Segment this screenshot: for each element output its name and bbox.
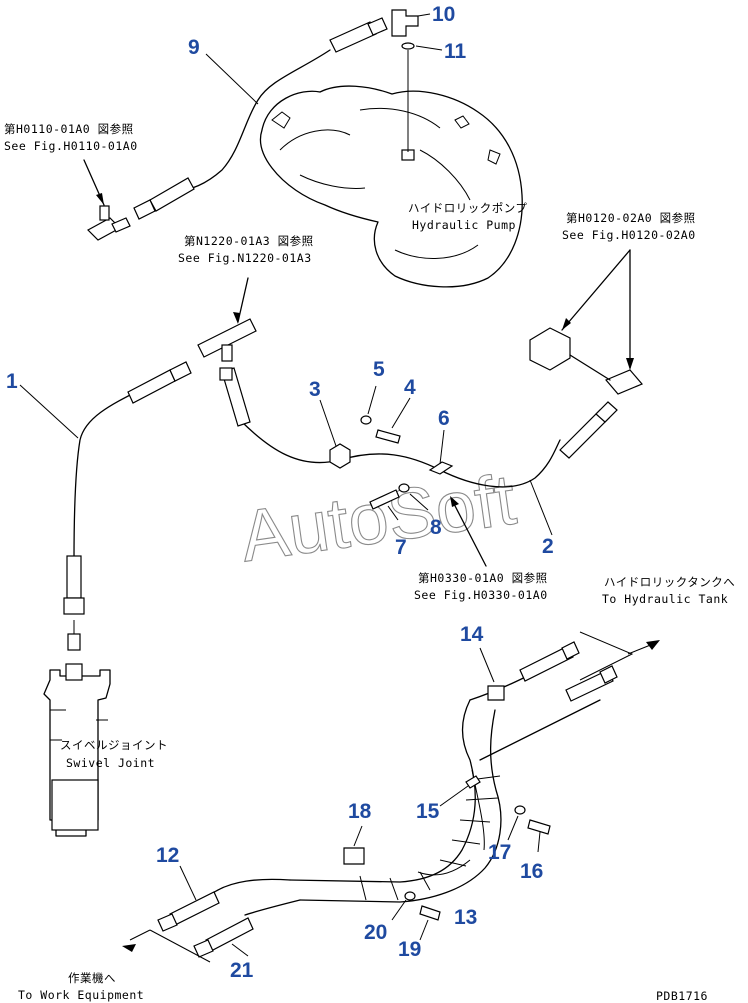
label-pump-en: Hydraulic Pump (412, 218, 516, 232)
callout-18: 18 (348, 800, 372, 823)
note-fig-h0120-jp: 第H0120-02A0 図参照 (566, 211, 696, 225)
note-fig-h0330-jp: 第H0330-01A0 図参照 (418, 571, 548, 585)
label-swivel-en: Swivel Joint (66, 756, 155, 770)
hose-1 (19, 361, 192, 651)
callout-19: 19 (398, 938, 421, 961)
callout-11: 11 (444, 40, 467, 63)
note-fig-h0110-en: See Fig.H0110-01A0 (4, 139, 138, 153)
clamp-parts-3-4-5 (319, 385, 411, 469)
callout-2: 2 (542, 535, 554, 558)
callout-6: 6 (438, 407, 450, 430)
label-swivel-jp: スイベルジョイント (60, 738, 168, 752)
elbow-fitting-10 (391, 9, 419, 152)
label-pump-jp: ハイドロリックポンプ (408, 201, 527, 215)
note-fig-h0120-en: See Fig.H0120-02A0 (562, 228, 696, 242)
callout-20: 20 (364, 921, 387, 944)
callout-14: 14 (460, 623, 484, 646)
callout-1: 1 (6, 370, 18, 393)
note-fig-h0110-jp: 第H0110-01A0 図参照 (4, 122, 134, 136)
callout-9: 9 (188, 36, 200, 59)
clamp-parts-6-7-8 (369, 429, 487, 567)
callout-12: 12 (156, 844, 179, 867)
label-work-en: To Work Equipment (18, 988, 144, 1002)
callout-5: 5 (373, 358, 385, 381)
callout-10: 10 (432, 3, 455, 26)
reference-notes: 第H0110-01A0 図参照 See Fig.H0110-01A0 第N122… (4, 122, 735, 1003)
callout-4: 4 (404, 376, 416, 399)
label-work-jp: 作業機へ (68, 971, 116, 985)
hydraulic-pump-drawing (259, 85, 523, 288)
callout-21: 21 (230, 959, 254, 982)
label-tank-en: To Hydraulic Tank (602, 592, 728, 606)
drawing-code: PDB1716 (656, 989, 708, 1003)
fitting-h0110 (83, 159, 131, 241)
leader-lines (205, 13, 443, 105)
callout-17: 17 (488, 841, 511, 864)
hose-9 (133, 17, 388, 220)
note-fig-n1220-jp: 第N1220-01A3 図参照 (184, 234, 314, 248)
callout-numbers: 1 2 3 4 5 6 7 8 9 10 11 12 13 14 15 16 1… (6, 3, 554, 982)
callout-13: 13 (454, 906, 477, 929)
swivel-joint-drawing (43, 663, 111, 837)
callout-16: 16 (520, 860, 543, 883)
lower-hose-assembly (122, 631, 660, 963)
block-fitting-h0120 (529, 249, 643, 395)
watermark: AutoSoft (236, 460, 521, 578)
callout-15: 15 (416, 800, 440, 823)
note-fig-n1220-en: See Fig.N1220-01A3 (178, 251, 312, 265)
note-fig-h0330-en: See Fig.H0330-01A0 (414, 588, 548, 602)
tee-fitting-n1220 (197, 277, 257, 362)
callout-8: 8 (430, 516, 442, 539)
label-tank-jp: ハイドロリックタンクへ (604, 575, 735, 589)
callout-7: 7 (395, 536, 407, 559)
callout-3: 3 (309, 378, 321, 401)
